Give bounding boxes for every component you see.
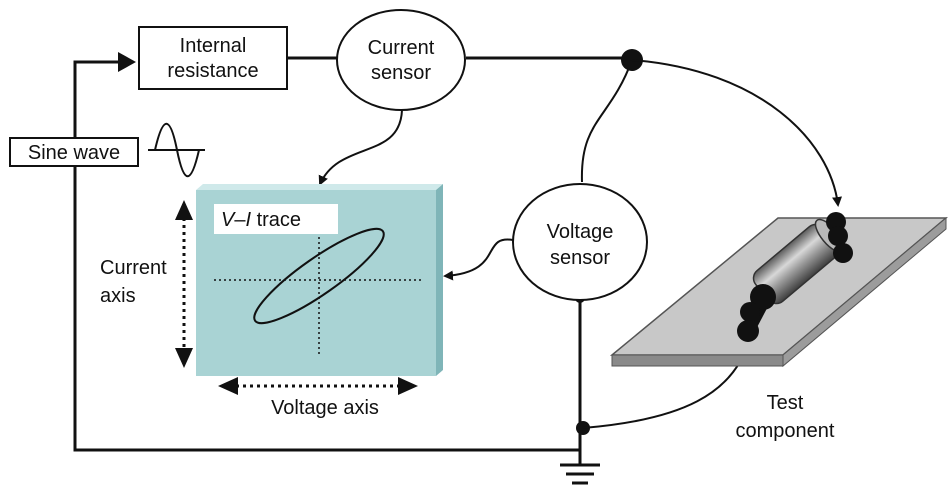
test-component-label-line2: component (736, 420, 835, 442)
current-axis-label-line2: axis (100, 285, 136, 307)
solder-joint-lower-2 (740, 302, 760, 322)
voltage-axis-arrow (218, 377, 418, 395)
vi-trace-label: V–I trace (221, 209, 301, 231)
solder-joint-upper-2 (828, 226, 848, 246)
sine-wave-source: Sine wave (9, 137, 139, 167)
source-arrowhead (118, 52, 136, 72)
voltage-sensor-label-line2: sensor (550, 247, 610, 269)
solder-joint-lower-3 (737, 320, 759, 342)
lead-current-sensor-to-screen (318, 109, 403, 186)
sine-wave-box (9, 137, 139, 167)
internal-resistance-label-line1: Internal (180, 35, 247, 57)
voltage-axis-label: Voltage axis (271, 397, 379, 419)
board-front-edge (611, 354, 784, 367)
sine-wave-label: Sine wave (28, 142, 120, 164)
current-sensor-label-line2: sensor (371, 62, 431, 84)
current-sensor-label-line1: Current (368, 37, 435, 59)
current-axis-label-line1: Current (100, 257, 167, 279)
vi-trace-ellipse (253, 227, 385, 325)
lead-node-to-voltage-sensor (580, 59, 633, 183)
current-sensor: Current sensor (336, 9, 466, 111)
current-axis-arrow (175, 200, 193, 368)
circuit-wires (73, 52, 630, 465)
screen-right-bevel (436, 184, 443, 376)
vi-screen: V–I trace (196, 184, 443, 376)
wire-return-bottom (73, 166, 580, 452)
internal-resistance-label-line2: resistance (167, 60, 258, 82)
internal-resistance-box (138, 26, 288, 90)
ground-symbol (560, 463, 600, 485)
solder-joint-upper-3 (833, 243, 853, 263)
vi-trace-label-box (214, 204, 338, 234)
current-sensor-ellipse (336, 9, 466, 111)
internal-resistance: Internal resistance (138, 26, 288, 90)
sine-wave-icon (148, 123, 205, 177)
lead-node-to-component (631, 59, 842, 207)
lead-voltage-sensor-to-screen (443, 238, 514, 281)
test-component-label-line1: Test (767, 392, 804, 414)
voltage-sensor-ellipse (512, 183, 648, 301)
wire-sine-to-resistance (73, 60, 128, 138)
screen-top-bevel (196, 184, 443, 190)
voltage-sensor-label-line1: Voltage (547, 221, 614, 243)
voltage-sensor: Voltage sensor (512, 183, 648, 301)
board-side-edge (782, 216, 947, 368)
solder-joint-lower-1 (750, 284, 776, 310)
test-component (737, 212, 853, 342)
